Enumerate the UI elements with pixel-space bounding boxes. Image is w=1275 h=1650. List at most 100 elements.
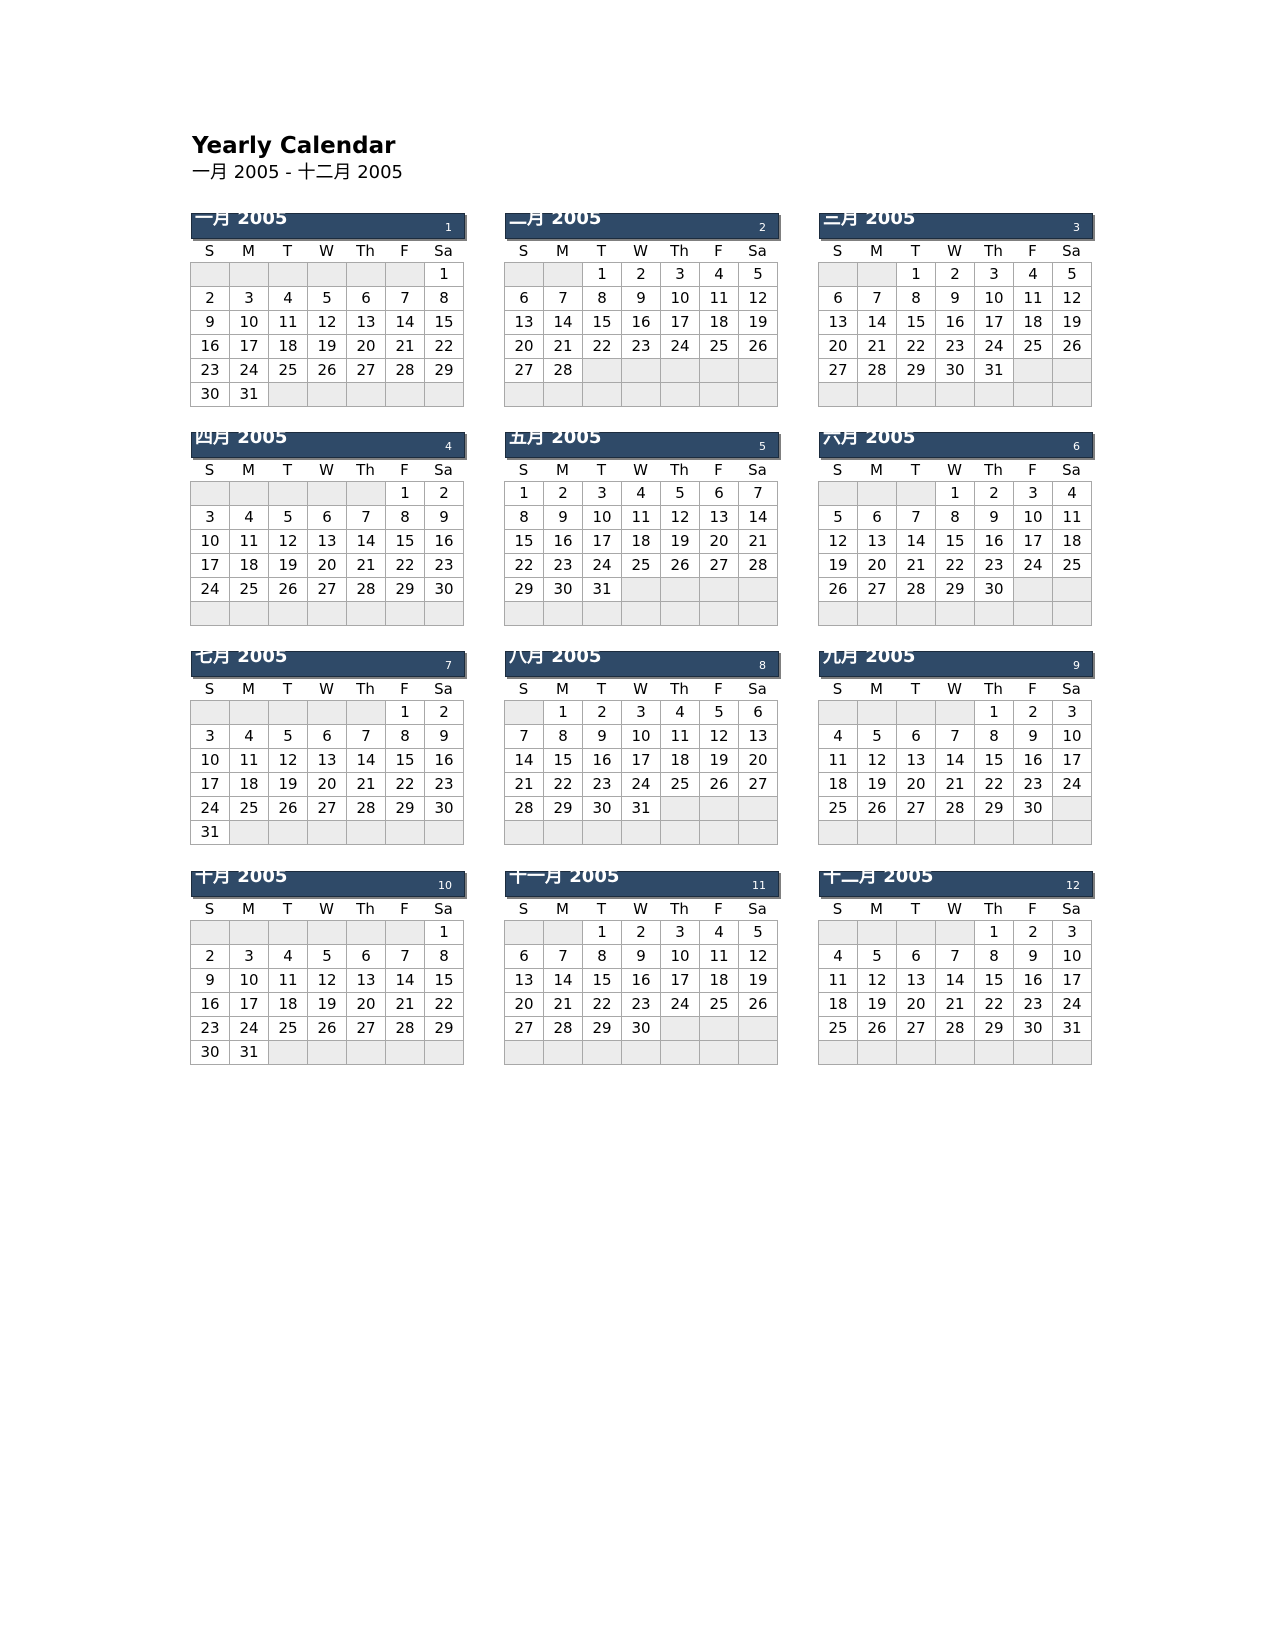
day-cell: 1: [544, 701, 583, 725]
empty-day-cell: [386, 1041, 425, 1065]
day-cell: 18: [661, 749, 700, 773]
day-cell: 18: [700, 969, 739, 993]
weekday-label: W: [319, 680, 334, 698]
empty-day-cell: [269, 602, 308, 626]
weekday-label: Th: [670, 461, 689, 479]
empty-day-cell: [347, 263, 386, 287]
day-cell: 5: [700, 701, 739, 725]
empty-day-cell: [505, 921, 544, 945]
empty-day-cell: [897, 921, 936, 945]
day-cell: 24: [191, 578, 230, 602]
day-cell: 12: [700, 725, 739, 749]
day-cell: 28: [936, 1017, 975, 1041]
day-cell: 22: [386, 773, 425, 797]
day-cell: 16: [936, 311, 975, 335]
day-cell: 9: [191, 311, 230, 335]
empty-day-cell: [269, 1041, 308, 1065]
weekday-label: Sa: [748, 900, 767, 918]
day-cell: 16: [425, 749, 464, 773]
month-number: 9: [1073, 659, 1080, 672]
empty-day-cell: [897, 482, 936, 506]
day-cell: 17: [622, 749, 661, 773]
empty-day-cell: [347, 383, 386, 407]
month-name: 五月 2005: [509, 427, 602, 448]
weekday-label: M: [870, 680, 883, 698]
empty-day-cell: [858, 482, 897, 506]
weekday-label: Th: [356, 900, 375, 918]
day-cell: 21: [347, 554, 386, 578]
day-cell: 6: [347, 945, 386, 969]
day-cell: 12: [308, 969, 347, 993]
empty-day-cell: [347, 821, 386, 845]
day-cell: 28: [858, 359, 897, 383]
weekday-label: T: [596, 900, 607, 918]
weekday-label: M: [556, 680, 569, 698]
empty-day-cell: [661, 1017, 700, 1041]
day-cell: 2: [622, 921, 661, 945]
weekday-label: W: [633, 900, 648, 918]
day-cell: 29: [975, 797, 1014, 821]
day-cell: 10: [661, 945, 700, 969]
empty-day-cell: [347, 482, 386, 506]
day-cell: 19: [308, 993, 347, 1017]
day-cell: 2: [1014, 921, 1053, 945]
empty-day-cell: [544, 821, 583, 845]
empty-day-cell: [1014, 383, 1053, 407]
weekday-label: M: [242, 242, 255, 260]
day-cell: 17: [1053, 749, 1092, 773]
day-cell: 15: [505, 530, 544, 554]
day-cell: 11: [661, 725, 700, 749]
empty-day-cell: [700, 797, 739, 821]
day-cell: 10: [661, 287, 700, 311]
weekday-label: S: [832, 680, 843, 698]
empty-day-cell: [347, 701, 386, 725]
day-cell: 6: [858, 506, 897, 530]
day-cell: 1: [505, 482, 544, 506]
empty-day-cell: [975, 1041, 1014, 1065]
day-cell: 28: [544, 359, 583, 383]
empty-day-cell: [544, 1041, 583, 1065]
day-cell: 12: [739, 287, 778, 311]
day-cell: 14: [347, 749, 386, 773]
empty-day-cell: [269, 263, 308, 287]
empty-day-cell: [661, 602, 700, 626]
day-cell: 17: [191, 554, 230, 578]
day-cell: 24: [230, 1017, 269, 1041]
weekday-label: F: [714, 900, 723, 918]
day-cell: 29: [897, 359, 936, 383]
day-cell: 18: [269, 993, 308, 1017]
day-cell: 23: [975, 554, 1014, 578]
empty-day-cell: [1053, 821, 1092, 845]
day-cell: 11: [819, 749, 858, 773]
day-cell: 25: [700, 335, 739, 359]
day-cell: 4: [1053, 482, 1092, 506]
empty-day-cell: [936, 701, 975, 725]
day-cell: 12: [858, 749, 897, 773]
weekday-label: F: [400, 900, 409, 918]
empty-day-cell: [544, 602, 583, 626]
day-cell: 26: [858, 1017, 897, 1041]
empty-day-cell: [308, 701, 347, 725]
weekday-label: Th: [356, 242, 375, 260]
empty-day-cell: [700, 821, 739, 845]
empty-day-cell: [739, 1041, 778, 1065]
empty-day-cell: [897, 701, 936, 725]
day-cell: 6: [308, 725, 347, 749]
day-cell: 19: [700, 749, 739, 773]
day-cell: 25: [700, 993, 739, 1017]
day-cell: 29: [386, 578, 425, 602]
weekday-label: Th: [670, 242, 689, 260]
day-cell: 14: [544, 311, 583, 335]
